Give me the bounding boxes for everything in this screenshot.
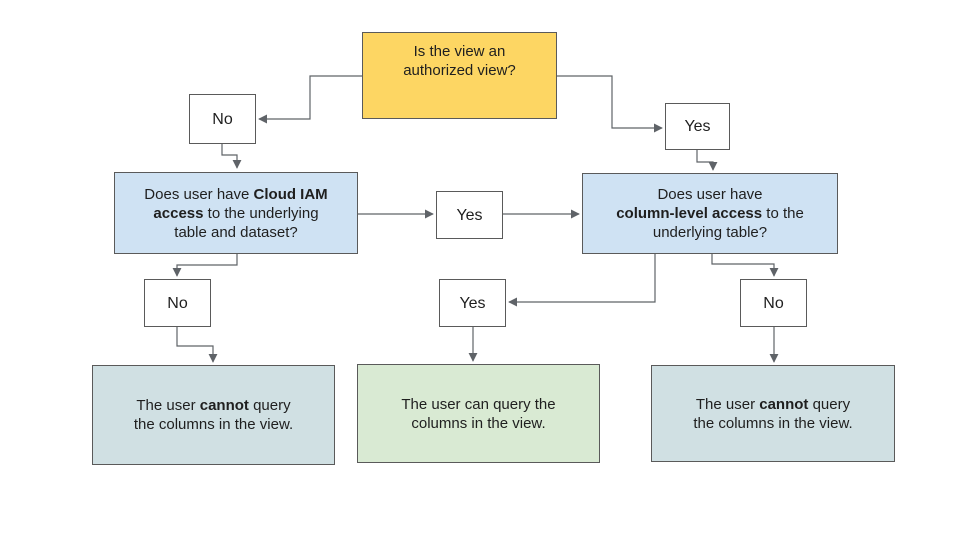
connector-top-yes-to-question-column xyxy=(696,150,718,171)
question-column-line3: underlying table? xyxy=(652,224,768,241)
outcome-left-line1-bold: cannot xyxy=(199,397,249,414)
connector-question-iam-to-left-no xyxy=(172,254,238,277)
question-cloud-iam-line2-bold: access xyxy=(153,204,204,222)
question-cloud-iam-line2: access to the underlying xyxy=(153,204,318,223)
branch-right-no-label: No xyxy=(763,294,784,312)
connector-root-to-top-no xyxy=(258,75,362,124)
branch-center-yes-label: Yes xyxy=(459,294,486,312)
outcome-right-line1: The user cannot query xyxy=(696,395,850,414)
connector-question-column-to-right-no xyxy=(711,254,779,277)
outcome-cannot-query-right: The user cannot query the columns in the… xyxy=(651,365,895,462)
outcome-left-line1-tail: query xyxy=(248,397,291,414)
question-column-line2: column-level access to the xyxy=(616,204,804,223)
outcome-left-line1: The user cannot query xyxy=(136,396,290,415)
outcome-right-line1-bold: cannot xyxy=(759,395,809,413)
outcome-right-line1-text: The user xyxy=(695,395,760,413)
branch-top-yes: Yes xyxy=(665,103,730,150)
outcome-can-query: The user can query the columns in the vi… xyxy=(357,364,600,463)
branch-top-no: No xyxy=(189,94,256,144)
question-cloud-iam-line3: table and dataset? xyxy=(174,223,298,241)
outcome-right-line2: the columns in the view. xyxy=(693,414,853,432)
question-cloud-iam-line1-bold: Cloud IAM xyxy=(253,185,328,203)
outcome-center-line2: columns in the view. xyxy=(411,414,546,432)
question-column-level-access: Does user have column-level access to th… xyxy=(582,173,838,254)
question-cloud-iam-line1: Does user have Cloud IAM xyxy=(144,185,327,204)
branch-mid-yes: Yes xyxy=(436,191,503,239)
outcome-cannot-query-left: The user cannot query the columns in the… xyxy=(92,365,335,465)
decision-authorized-view-line1: Is the view an xyxy=(413,43,506,60)
connector-left-no-to-outcome-left xyxy=(176,327,218,363)
question-cloud-iam-line1-text: Does user have xyxy=(144,185,254,203)
decision-authorized-view-line2: authorized view? xyxy=(403,62,516,79)
branch-right-no: No xyxy=(740,279,807,327)
connector-top-no-to-question-iam xyxy=(221,144,242,169)
outcome-center-line1: The user can query the xyxy=(401,395,556,413)
question-column-line2-text: to the xyxy=(762,205,804,222)
outcome-left-line1-text: The user xyxy=(136,397,200,414)
branch-top-yes-label: Yes xyxy=(684,118,711,135)
branch-mid-yes-label: Yes xyxy=(456,206,483,224)
question-column-line1: Does user have xyxy=(657,186,763,203)
branch-left-no: No xyxy=(144,279,211,327)
outcome-left-line2: the columns in the view. xyxy=(133,416,294,433)
branch-center-yes: Yes xyxy=(439,279,506,327)
connector-question-column-to-center-yes xyxy=(508,254,656,307)
question-cloud-iam-access: Does user have Cloud IAM access to the u… xyxy=(114,172,358,254)
outcome-right-line1-tail: query xyxy=(808,395,851,413)
connector-root-to-top-yes xyxy=(557,75,663,133)
question-column-line2-bold: column-level access xyxy=(616,205,763,222)
branch-left-no-label: No xyxy=(167,294,188,312)
decision-authorized-view: Is the view an authorized view? xyxy=(362,32,557,119)
question-cloud-iam-line2-text: to the underlying xyxy=(203,204,319,222)
branch-top-no-label: No xyxy=(212,110,233,128)
